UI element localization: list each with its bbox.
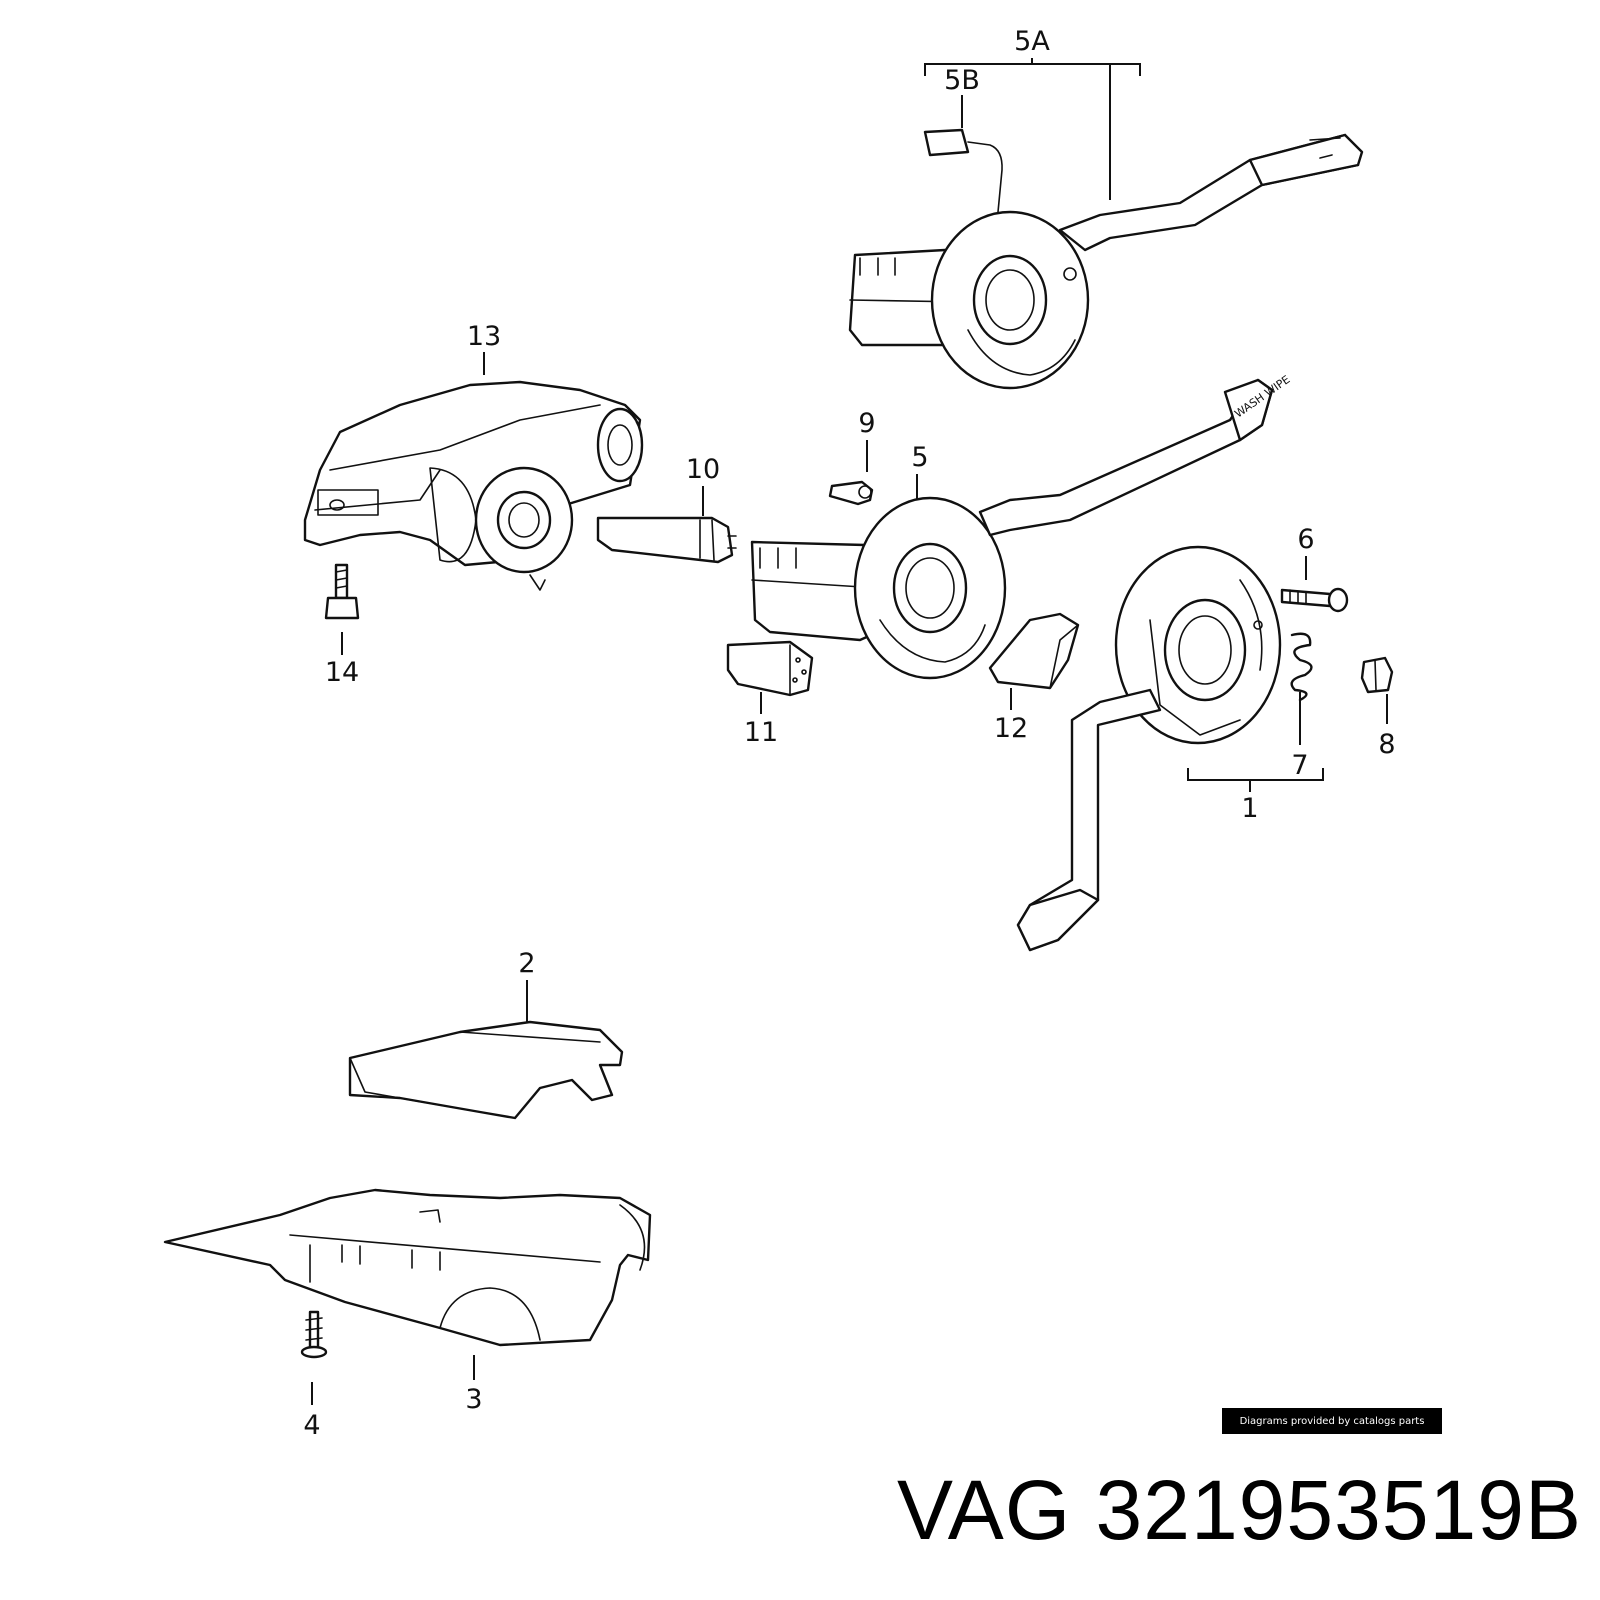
attribution-badge: Diagrams provided by catalogs parts [1222, 1408, 1442, 1434]
clip-9 [828, 480, 874, 506]
bolt-14 [324, 563, 360, 620]
callout-8: 8 [1378, 729, 1395, 760]
callout-2: 2 [518, 948, 535, 979]
clip-8 [1360, 656, 1394, 694]
callout-10: 10 [686, 454, 720, 485]
callout-3: 3 [465, 1384, 482, 1415]
callout-9: 9 [858, 408, 875, 439]
turn-signal-switch-5: WASH WIPE [750, 373, 1292, 680]
callout-5: 5 [911, 442, 928, 473]
callout-4: 4 [303, 1410, 320, 1441]
leader-lines [311, 58, 1388, 1405]
callout-11: 11 [744, 717, 778, 748]
lower-shroud-3 [163, 1188, 652, 1347]
connector-10 [596, 516, 737, 564]
cover-cap-12 [988, 612, 1080, 690]
screw-6 [1280, 587, 1349, 613]
screw-4 [300, 1310, 328, 1359]
turn-signal-assembly-1 [1016, 545, 1282, 952]
callout-5a: 5A [1014, 26, 1050, 57]
callout-5b: 5B [944, 65, 980, 96]
callout-7: 7 [1291, 750, 1308, 781]
spring-7 [1290, 632, 1313, 702]
part-number-title: VAG 321953519B [897, 1463, 1582, 1557]
callout-6: 6 [1297, 524, 1314, 555]
steering-lock-housing-13 [303, 380, 644, 591]
callout-1: 1 [1241, 793, 1258, 824]
callout-12: 12 [994, 713, 1028, 744]
switch-cap-11 [726, 640, 814, 697]
wiper-switch-assembly-5a [848, 128, 1364, 390]
callout-13: 13 [467, 321, 501, 352]
callout-14: 14 [325, 657, 359, 688]
upper-shroud-2 [348, 1020, 624, 1120]
